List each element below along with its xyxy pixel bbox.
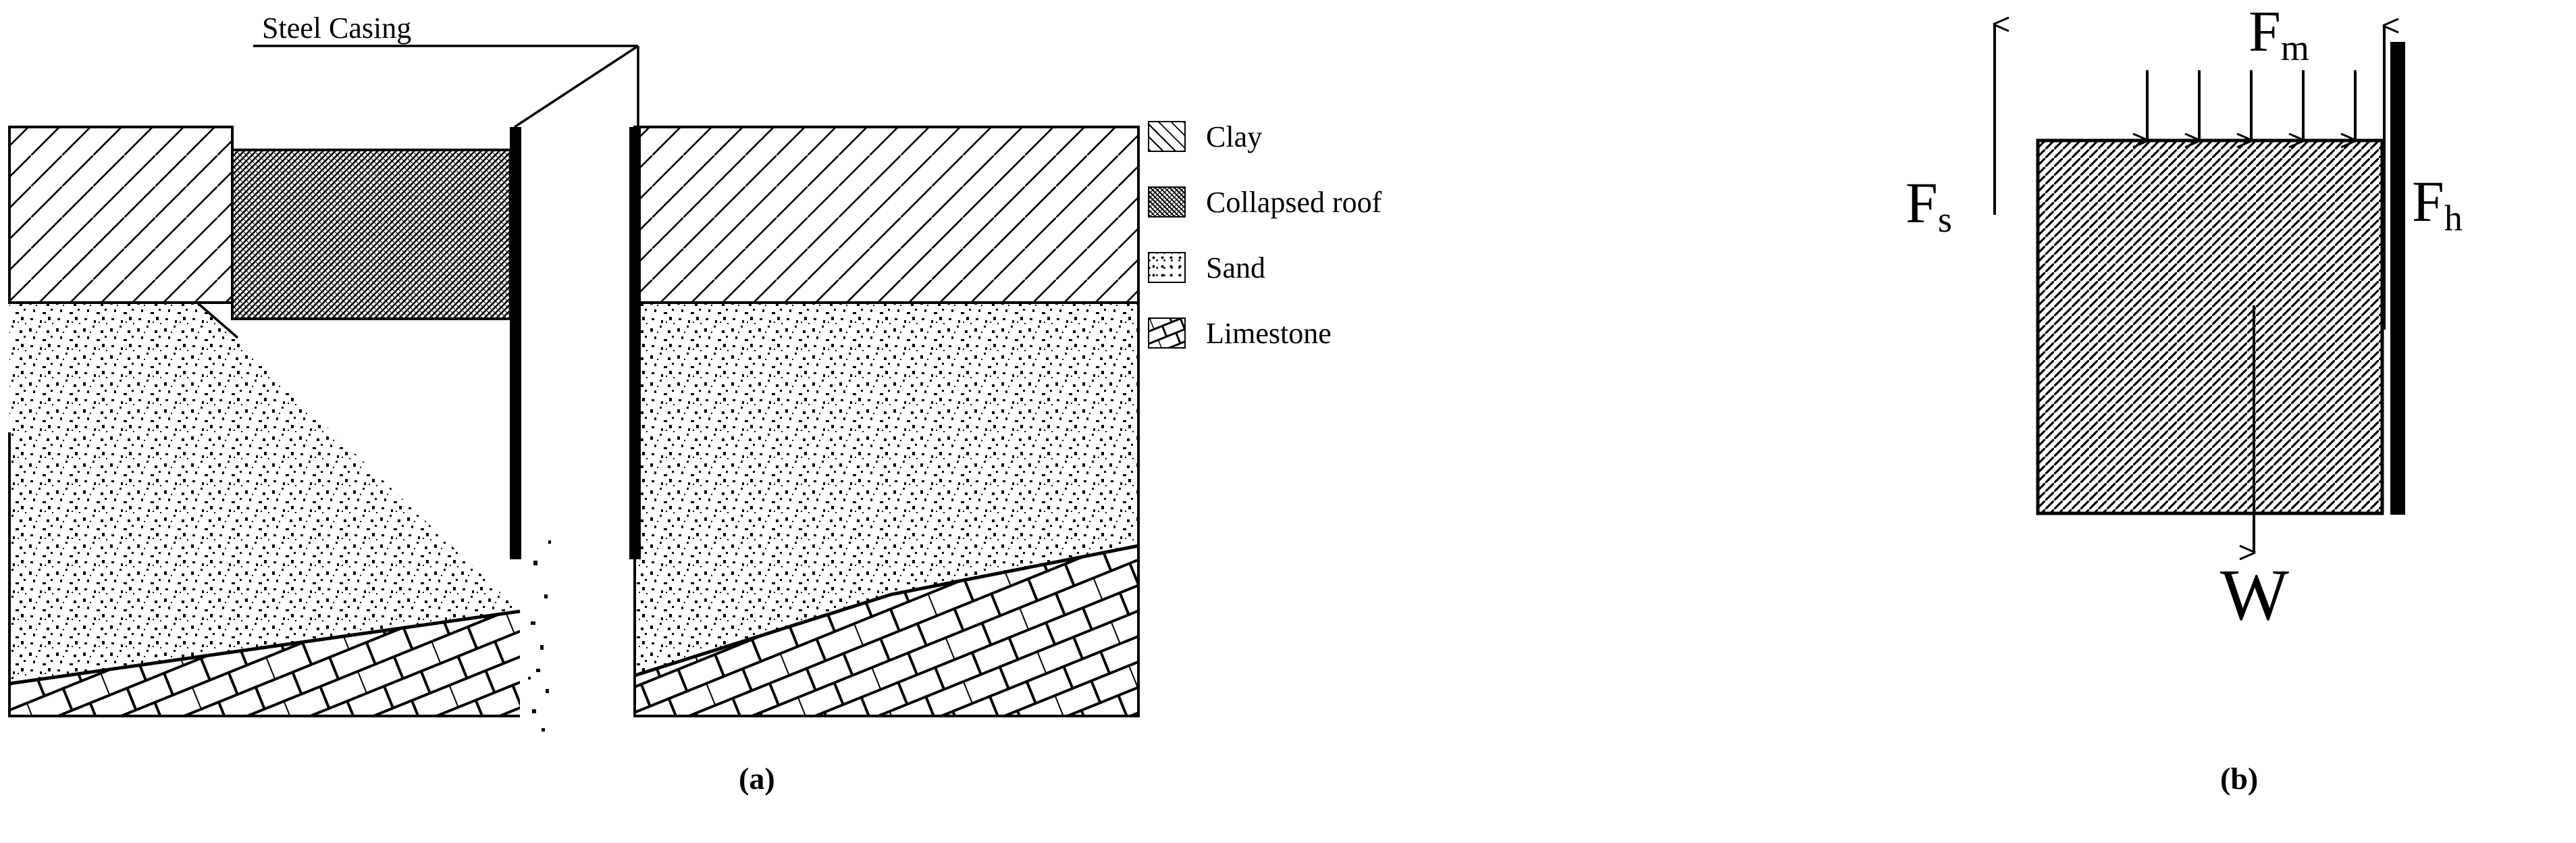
- legend-swatch-limestone: [1148, 317, 1186, 349]
- force-label-w: W: [2220, 554, 2289, 638]
- legend-label-clay: Clay: [1206, 120, 1263, 153]
- force-label-fm-sub: m: [2280, 28, 2309, 68]
- steel-casing-bar-right: [629, 127, 641, 559]
- subcaption-a: (a): [739, 761, 775, 796]
- legend-item-collapsed-roof: Collapsed roof: [1148, 185, 1382, 219]
- panel-a-right-section: [629, 126, 1140, 717]
- force-label-fh-sub: h: [2444, 198, 2463, 238]
- layer-collapsed-roof: [231, 149, 512, 320]
- force-arrows-fm: [2132, 70, 2357, 149]
- force-label-fs: Fs: [1905, 169, 1952, 240]
- legend-swatch-sand: [1148, 252, 1186, 283]
- force-label-w-base: W: [2220, 555, 2289, 636]
- soil-block: [2038, 140, 2382, 513]
- legend-item-sand: Sand: [1148, 251, 1382, 284]
- steel-casing-label: Steel Casing: [262, 11, 412, 45]
- force-label-fm-base: F: [2249, 0, 2281, 63]
- steel-casing-leader: [253, 45, 639, 128]
- subcaption-b: (b): [2220, 761, 2259, 796]
- legend-label-sand: Sand: [1206, 251, 1265, 284]
- force-label-fs-sub: s: [1937, 199, 1952, 240]
- casing-bar: [2390, 42, 2405, 515]
- layer-limestone-left: [8, 432, 521, 717]
- legend-item-clay: Clay: [1148, 120, 1382, 153]
- layer-limestone-right: [634, 544, 1139, 716]
- legend-swatch-collapsed-roof: [1148, 186, 1186, 218]
- layer-sand-right: [635, 303, 1138, 675]
- layer-clay-left: [8, 126, 234, 304]
- panel-a-left-section: [8, 126, 551, 732]
- legend-item-limestone: Limestone: [1148, 316, 1382, 350]
- force-label-fs-base: F: [1905, 170, 1938, 235]
- layer-sand-left: [9, 301, 520, 716]
- panel-b-freebody: [1993, 16, 2405, 561]
- force-label-fh-base: F: [2412, 169, 2444, 234]
- legend-swatch-clay: [1148, 121, 1186, 152]
- legend-label-limestone: Limestone: [1206, 316, 1332, 350]
- force-label-fh: Fh: [2412, 168, 2463, 238]
- force-label-fm: Fm: [2249, 0, 2309, 68]
- legend: Clay Collapsed roof Sand Limestone: [1148, 120, 1382, 382]
- layer-clay-right: [635, 127, 1138, 303]
- sand-spill: [528, 540, 551, 732]
- legend-label-collapsed-roof: Collapsed roof: [1206, 185, 1382, 219]
- steel-casing-bar-left: [510, 127, 521, 559]
- legend-swatch-limestone-art: [1149, 319, 1184, 347]
